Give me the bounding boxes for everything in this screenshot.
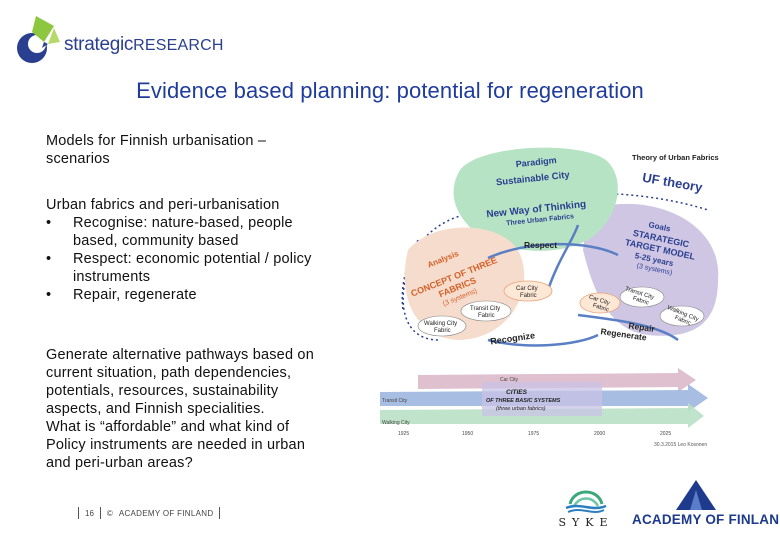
- year-tick: 2025: [660, 431, 671, 437]
- paragraph-line: potentials, resources, sustainability: [46, 383, 279, 399]
- arrow-recognize: [487, 333, 599, 347]
- car-city-label: Fabric: [592, 303, 610, 314]
- cities-note: (three urban fabrics): [496, 406, 546, 412]
- academy-of-finland-wordmark: ACADEMY OF FINLAND: [632, 512, 780, 527]
- strategic-research-logo-icon: [17, 16, 60, 63]
- timeline-cities-box: [482, 382, 602, 416]
- timeline-walking-label: Walking City: [382, 420, 410, 426]
- timeline-transit-label: Transit City: [382, 398, 408, 404]
- uf-theory-label: UF theory: [641, 170, 704, 195]
- transit-city-label: Fabric: [632, 296, 650, 307]
- paragraph-line: Policy instruments are needed in urban: [46, 437, 306, 453]
- cities-title: CITIES: [506, 389, 528, 396]
- syke-logo-icon: [565, 490, 607, 513]
- subtitle: Models for Finnish urbanisation – scenar…: [46, 132, 376, 168]
- respect-label: Respect: [524, 240, 557, 250]
- paragraph-line: aspects, and Finnish specialities.: [46, 401, 265, 417]
- bullet-line: Repair, regenerate: [73, 287, 197, 303]
- urban-fabrics-section: Urban fabrics and peri-urbanisation Reco…: [46, 196, 376, 304]
- walking-city-label: Fabric: [434, 328, 451, 334]
- cities-subtitle: OF THREE BASIC SYSTEMS: [486, 398, 561, 404]
- diagram-header: Theory of Urban Fabrics: [632, 153, 719, 162]
- walking-city-label: Fabric: [674, 315, 692, 327]
- arrow-respect: [487, 242, 619, 260]
- bullet-repair: Repair, regenerate: [46, 286, 376, 304]
- logo-word-research: RESEARCH: [133, 37, 224, 54]
- timeline-car-label: Car City: [500, 377, 519, 383]
- strategic-research-logo: strategicRESEARCH: [14, 12, 223, 68]
- bullet-line: Recognise: nature-based, people: [73, 215, 293, 231]
- arrow-repair: [577, 313, 679, 342]
- car-city-fabric-node: [503, 280, 553, 302]
- bullet-line: Respect: economic potential / policy: [73, 251, 312, 267]
- footer: 16 © ACADEMY OF FINLAND: [78, 507, 221, 519]
- transit-city-label: Fabric: [478, 313, 495, 319]
- page-number: 16: [85, 508, 94, 518]
- footer-academy: ACADEMY OF FINLAND: [118, 508, 214, 518]
- transit-city-fabric-node-2: [619, 286, 665, 308]
- academy-of-finland-logo-icon: [676, 480, 716, 510]
- bullet-recognise: Recognise: nature-based, people based, c…: [46, 214, 376, 250]
- academy-of-finland-logo: ACADEMY OF FINLAND: [632, 478, 780, 530]
- diagram-credit: 30.3.2015 Leo Kosonen: [654, 442, 707, 448]
- bullet-line: instruments: [73, 269, 151, 285]
- arrow-up: [546, 224, 580, 291]
- paragraph-line: Generate alternative pathways based on: [46, 347, 314, 363]
- car-city-label: Car City: [516, 286, 538, 292]
- generate-paragraph: Generate alternative pathways based on c…: [46, 346, 376, 472]
- subtitle-line: Models for Finnish urbanisation –: [46, 133, 267, 149]
- repair-label: Repair: [628, 320, 656, 334]
- slide-title: Evidence based planning: potential for r…: [136, 78, 644, 103]
- footer-divider: [78, 507, 79, 519]
- copyright-icon: ©: [106, 508, 113, 518]
- transit-city-label: Transit City: [470, 306, 500, 312]
- year-tick: 1975: [528, 431, 539, 437]
- footer-divider: [219, 507, 221, 519]
- paragraph-line: current situation, path dependencies,: [46, 365, 292, 381]
- syke-logo: SYKE: [556, 484, 616, 530]
- bullet-respect: Respect: economic potential / policy ins…: [46, 250, 376, 286]
- logo-wordmark: strategicRESEARCH: [64, 34, 224, 56]
- footer-divider: [99, 507, 101, 519]
- car-city-fabric-node-2: [579, 292, 621, 314]
- walking-city-label: Walking City: [424, 321, 457, 327]
- fabrics-heading: Urban fabrics and peri-urbanisation: [46, 197, 280, 213]
- year-tick: 1925: [398, 431, 409, 437]
- year-tick: 1950: [462, 431, 473, 437]
- walking-city-fabric-node: [417, 315, 467, 337]
- walking-city-fabric-node-2: [659, 305, 705, 327]
- logo-word-strategic: strategic: [64, 34, 134, 55]
- paradigm-label: Paradigm: [515, 155, 557, 169]
- syke-wordmark: SYKE: [558, 516, 614, 529]
- car-city-label: Fabric: [520, 293, 537, 299]
- transit-city-fabric-node: [460, 300, 512, 322]
- paragraph-line: and peri-urban areas?: [46, 455, 193, 471]
- subtitle-line: scenarios: [46, 151, 110, 167]
- fabrics-bullet-list: Recognise: nature-based, people based, c…: [46, 214, 376, 304]
- urban-fabrics-diagram: Theory of Urban Fabrics UF theory Paradi…: [380, 147, 719, 448]
- paragraph-line: What is “affordable” and what kind of: [46, 419, 290, 435]
- year-tick: 2000: [594, 431, 605, 437]
- bullet-line: based, community based: [73, 233, 239, 249]
